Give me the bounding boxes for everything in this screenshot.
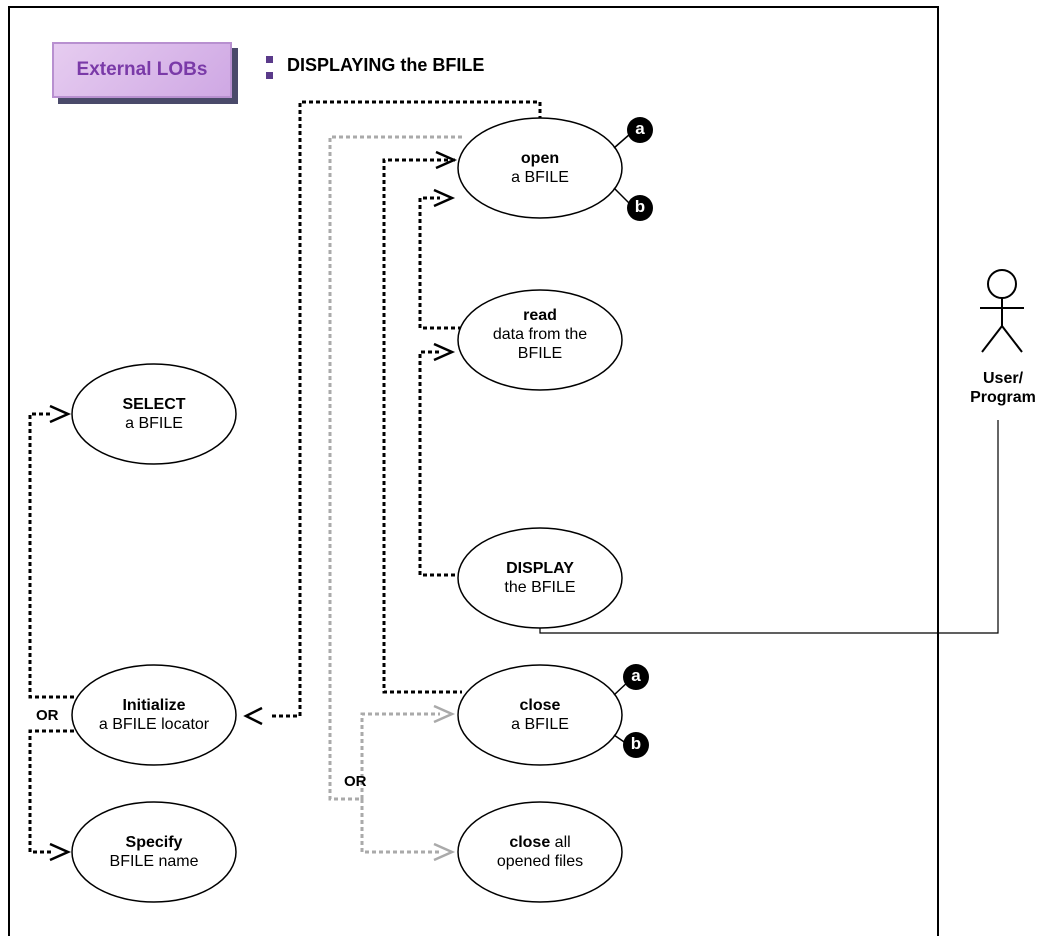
path-or-to-close-all — [360, 799, 440, 854]
display-object: the BFILE — [504, 579, 576, 596]
user-program-actor — [980, 269, 1024, 353]
read-verb: read — [523, 307, 557, 324]
close-all-verb: close — [509, 834, 551, 851]
close-verb: close — [519, 697, 561, 714]
marker-close-a — [623, 664, 649, 690]
or-label-left: OR — [36, 707, 59, 724]
use-case-close: close a BFILE — [470, 696, 610, 734]
path-or-to-close — [360, 712, 440, 799]
open-object: a BFILE — [511, 169, 569, 186]
title-colon — [266, 52, 276, 82]
close-all-object: opened files — [496, 853, 584, 870]
read-object-line1: data from the — [492, 326, 588, 343]
path-init-to-select — [28, 412, 74, 699]
use-case-specify: Specify BFILE name — [84, 833, 224, 871]
external-lobs-badge: External LOBs — [52, 42, 232, 98]
actor-line1: User/ — [982, 370, 1024, 387]
arrowhead-specify — [49, 842, 72, 862]
specify-object: BFILE name — [109, 853, 199, 870]
arrowhead-read — [433, 342, 456, 362]
actor-label: User/ Program — [958, 369, 1048, 407]
marker-close-a-label: a — [631, 666, 641, 685]
ellipse-read — [457, 289, 623, 391]
diagram-frame — [8, 6, 939, 936]
ellipse-open — [457, 117, 623, 219]
arrowhead-select — [49, 404, 72, 424]
marker-open-a — [627, 117, 653, 143]
use-case-initialize: Initialize a BFILE locator — [80, 696, 228, 734]
select-object: a BFILE — [125, 415, 183, 432]
close-object: a BFILE — [511, 716, 569, 733]
arrowhead-close-all — [433, 842, 456, 862]
path-init-to-specify — [28, 729, 74, 854]
actor-line2: Program — [970, 389, 1036, 406]
marker-close-b — [623, 732, 649, 758]
use-case-close-all: close all opened files — [470, 833, 610, 871]
path-read-to-open — [418, 196, 462, 330]
path-display-to-read — [418, 350, 462, 577]
initialize-object: a BFILE locator — [98, 716, 210, 733]
marker-open-b — [627, 195, 653, 221]
arrowhead-initialize — [243, 706, 263, 726]
open-verb: open — [520, 150, 560, 167]
use-case-display: DISPLAY the BFILE — [470, 559, 610, 597]
marker-close-b-label: b — [630, 734, 642, 753]
diagram-title: DISPLAYING the BFILE — [287, 55, 485, 75]
ellipse-close-all — [457, 801, 623, 903]
ellipse-select — [71, 363, 237, 465]
ellipse-close — [457, 664, 623, 766]
use-case-select: SELECT a BFILE — [84, 395, 224, 433]
specify-verb: Specify — [125, 834, 183, 851]
read-object-line2: BFILE — [517, 345, 563, 362]
marker-open-b-label: b — [634, 197, 646, 216]
arrowhead-open-1 — [435, 150, 458, 170]
initialize-verb: Initialize — [122, 697, 186, 714]
use-case-read: read data from the BFILE — [470, 306, 610, 363]
or-label-middle: OR — [344, 773, 367, 790]
ellipse-initialize — [71, 664, 237, 766]
select-verb: SELECT — [122, 396, 186, 413]
ellipse-specify — [71, 801, 237, 903]
use-case-open: open a BFILE — [470, 149, 610, 187]
path-open-feed — [382, 158, 462, 694]
marker-open-a-label: a — [635, 119, 645, 138]
close-all-suffix: all — [550, 834, 571, 851]
path-or-to-open — [328, 135, 462, 801]
display-verb: DISPLAY — [506, 560, 574, 577]
arrowhead-open-2 — [433, 188, 456, 208]
arrowhead-close — [433, 704, 456, 724]
association-display-actor — [539, 420, 999, 634]
